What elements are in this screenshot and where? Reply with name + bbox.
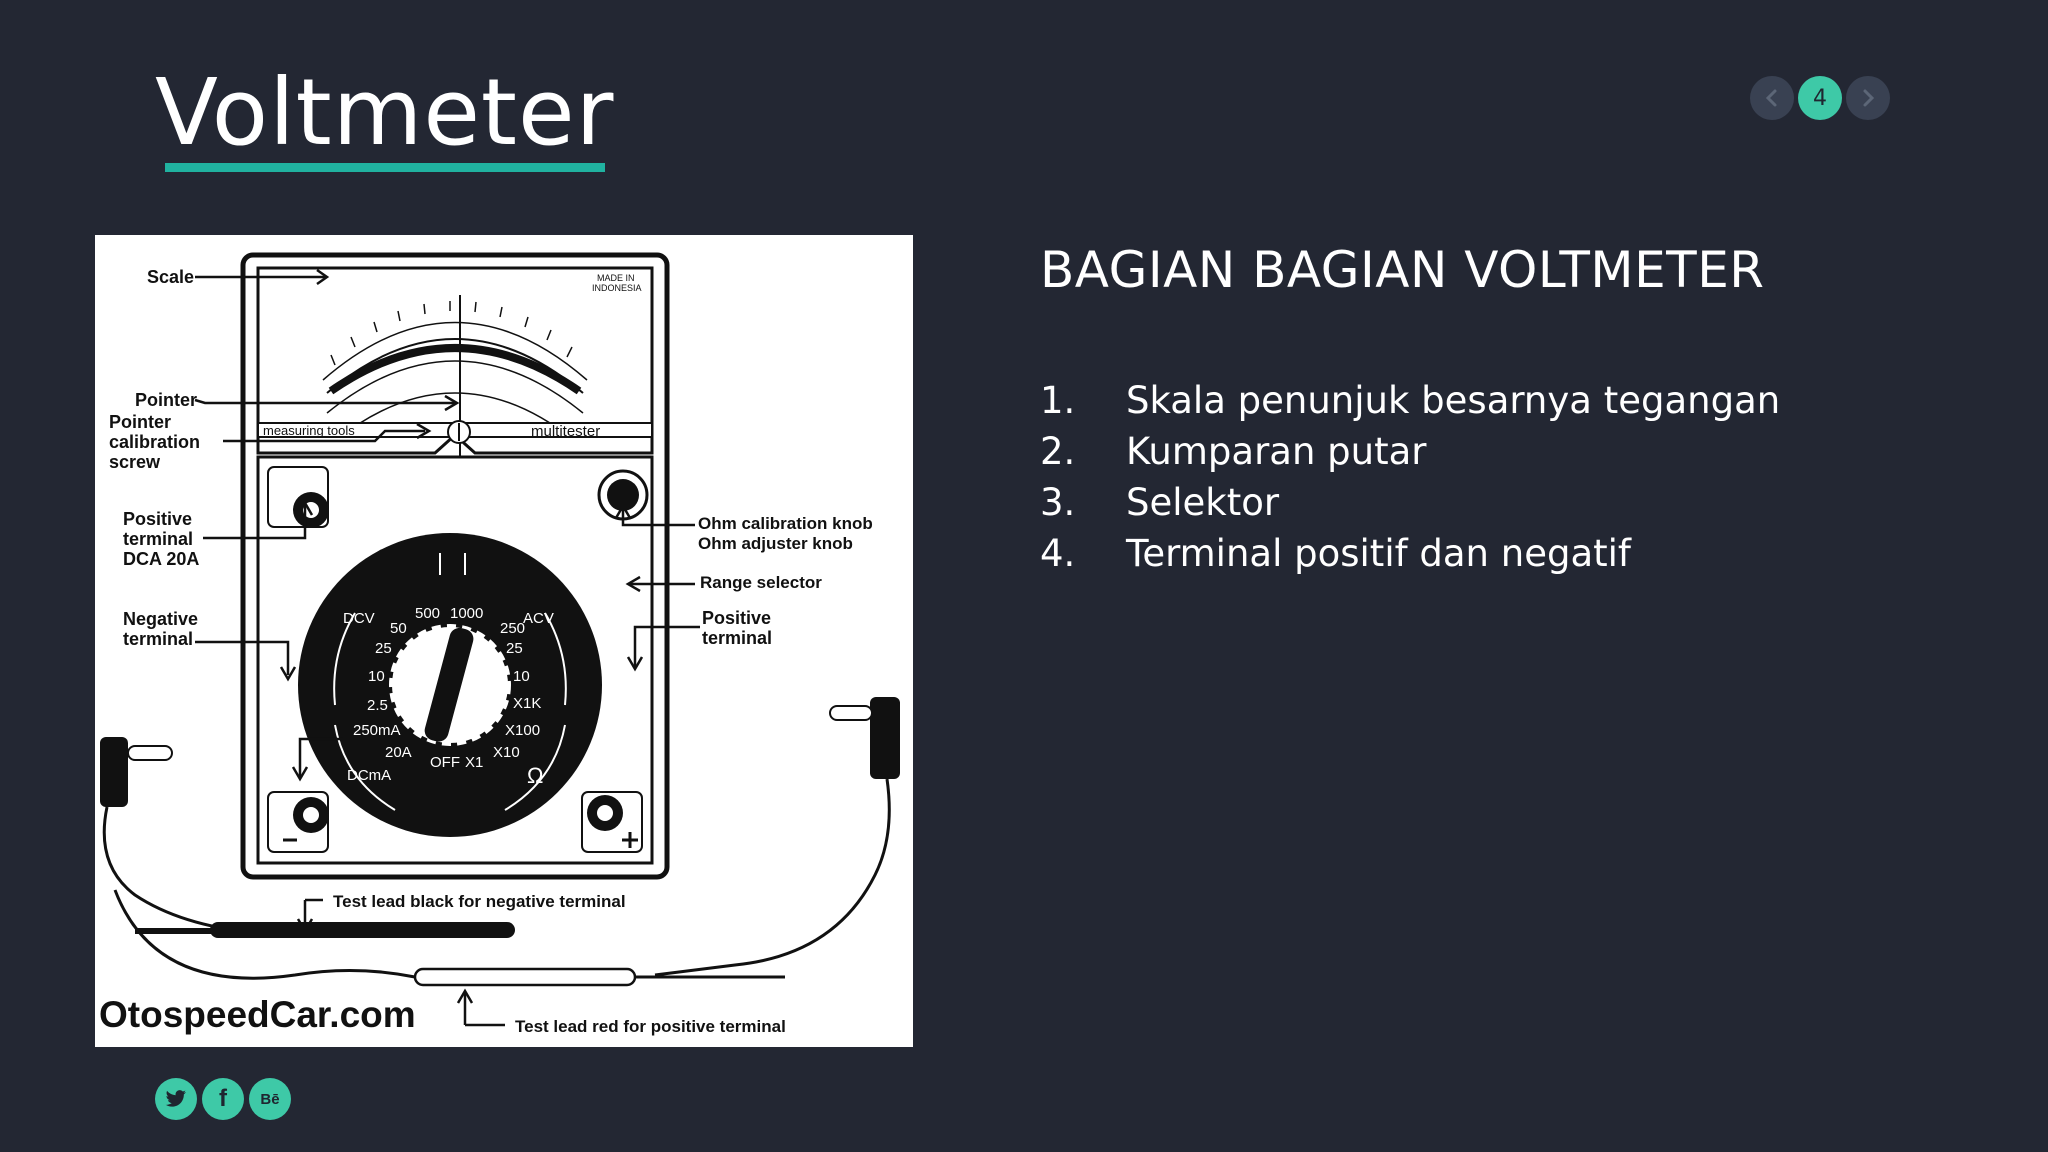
test-lead-black — [100, 737, 515, 938]
behance-icon: Bē — [260, 1090, 280, 1108]
dial-ohm: Ω — [527, 763, 543, 788]
slide-title: Voltmeter — [155, 59, 615, 166]
dial-off: OFF — [430, 754, 460, 771]
label-ohm-adjuster-knob: Ohm adjuster knob — [698, 534, 853, 553]
dial-x100: X100 — [505, 722, 540, 739]
multimeter-diagram: MADE IN INDONESIA measuring tools multit… — [95, 235, 913, 1047]
slide-pager: 4 — [1750, 75, 1890, 121]
list-item-number: 1. — [1040, 379, 1076, 422]
list-item-text: Terminal positif dan negatif — [1126, 532, 1631, 575]
title-underline — [165, 163, 605, 172]
label-pointer-calibration-2: calibration — [109, 432, 200, 452]
chevron-left-icon — [1765, 89, 1777, 107]
dial-10-acv: 10 — [513, 668, 530, 685]
label-pointer-calibration-3: screw — [109, 452, 161, 472]
watermark-text: OtospeedCar.com — [99, 994, 416, 1035]
list-item-text: Selektor — [1126, 481, 1280, 524]
dial-25-acv: 25 — [506, 640, 523, 657]
test-lead-red — [113, 697, 900, 987]
facebook-icon: f — [219, 1085, 227, 1112]
dial-250ma: 250mA — [353, 722, 401, 739]
label-negative-2: terminal — [123, 629, 193, 649]
previous-slide-button[interactable] — [1750, 76, 1794, 120]
dial-1000: 1000 — [450, 605, 483, 622]
made-in-text: MADE IN — [597, 273, 635, 283]
label-positive-dca-1: Positive — [123, 509, 192, 529]
dial-x1k: X1K — [513, 695, 541, 712]
list-item: 3. Selektor — [1040, 477, 1780, 528]
label-test-lead-red: Test lead red for positive terminal — [515, 1017, 786, 1036]
label-negative-1: Negative — [123, 609, 198, 629]
list-item: 4. Terminal positif dan negatif — [1040, 528, 1780, 579]
label-positive-dca-2: terminal — [123, 529, 193, 549]
made-in-country-text: INDONESIA — [592, 283, 642, 293]
selector-knob — [424, 627, 474, 742]
label-scale: Scale — [147, 267, 194, 287]
dial-250: 250 — [500, 620, 525, 637]
dial-dcv: DCV — [343, 610, 375, 627]
callout-lines — [194, 268, 700, 782]
dial-25-dcv: 25 — [375, 640, 392, 657]
label-pointer: Pointer — [135, 390, 197, 410]
list-item: 2. Kumparan putar — [1040, 426, 1780, 477]
label-positive-2: terminal — [702, 628, 772, 648]
multimeter-diagram-svg: MADE IN INDONESIA measuring tools multit… — [99, 252, 900, 1036]
slide-number-badge: 4 — [1798, 76, 1842, 120]
dial-500: 500 — [415, 605, 440, 622]
twitter-button[interactable] — [155, 1078, 197, 1120]
dial-x1: X1 — [465, 754, 483, 771]
dial-x10: X10 — [493, 744, 520, 761]
list-item: 1. Skala penunjuk besarnya tegangan — [1040, 375, 1780, 426]
list-item-text: Kumparan putar — [1126, 430, 1427, 473]
parts-list: 1. Skala penunjuk besarnya tegangan 2. Kum… — [1040, 375, 1780, 579]
social-links: f Bē — [155, 1078, 291, 1120]
label-pointer-calibration-1: Pointer — [109, 412, 171, 432]
twitter-icon — [165, 1090, 186, 1107]
label-test-lead-black: Test lead black for negative terminal — [333, 892, 626, 911]
dial-50: 50 — [390, 620, 407, 637]
multitester-text: multitester — [531, 423, 600, 440]
label-range-selector: Range selector — [700, 573, 822, 592]
dial-10-dcv: 10 — [368, 668, 385, 685]
scale-ticks — [330, 301, 573, 366]
list-item-number: 2. — [1040, 430, 1076, 473]
chevron-right-icon — [1863, 89, 1875, 107]
behance-button[interactable]: Bē — [249, 1078, 291, 1120]
section-heading: BAGIAN BAGIAN VOLTMETER — [1040, 241, 1765, 299]
dial-20a: 20A — [385, 744, 412, 761]
mirror-band — [328, 344, 582, 395]
measuring-tools-text: measuring tools — [263, 423, 355, 438]
dial-dcma: DCmA — [347, 767, 391, 784]
dial-acv: ACV — [523, 610, 554, 627]
label-positive-dca-3: DCA 20A — [123, 549, 199, 569]
label-ohm-calibration-knob: Ohm calibration knob — [698, 514, 873, 533]
label-positive-1: Positive — [702, 608, 771, 628]
list-item-text: Skala penunjuk besarnya tegangan — [1126, 379, 1781, 422]
list-item-number: 3. — [1040, 481, 1076, 524]
dial-2-5: 2.5 — [367, 697, 388, 714]
list-item-number: 4. — [1040, 532, 1076, 575]
facebook-button[interactable]: f — [202, 1078, 244, 1120]
next-slide-button[interactable] — [1846, 76, 1890, 120]
